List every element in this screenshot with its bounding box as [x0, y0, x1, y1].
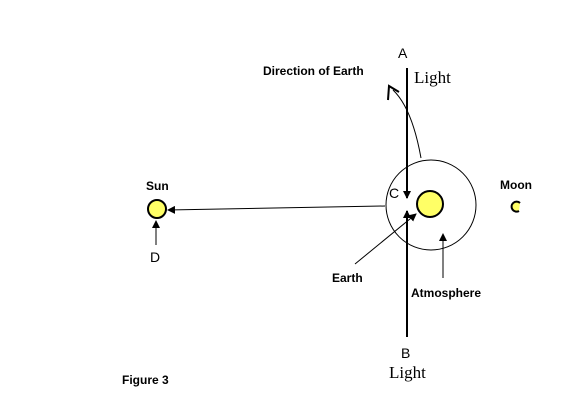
earth-circle: [416, 190, 444, 218]
moon-shape: [510, 200, 521, 213]
label-light-bottom: Light: [389, 363, 426, 382]
pointer-earth: [354, 213, 417, 265]
label-a: A: [398, 45, 408, 61]
direction-arrowhead: [387, 84, 400, 101]
ray-to-sun: [167, 205, 386, 214]
label-b: B: [401, 345, 410, 361]
atmosphere-circle: [385, 159, 477, 251]
label-sun: Sun: [146, 179, 169, 193]
sun-circle: [147, 199, 167, 219]
label-earth: Earth: [332, 271, 363, 285]
label-d: D: [150, 249, 160, 265]
label-direction-of-earth: Direction of Earth: [263, 64, 364, 78]
label-light-top: Light: [414, 68, 451, 87]
label-atmosphere: Atmosphere: [411, 286, 481, 300]
label-moon: Moon: [500, 178, 532, 192]
label-c: C: [389, 185, 399, 201]
figure-caption: Figure 3: [122, 373, 169, 387]
direction-arrow: [392, 89, 422, 159]
